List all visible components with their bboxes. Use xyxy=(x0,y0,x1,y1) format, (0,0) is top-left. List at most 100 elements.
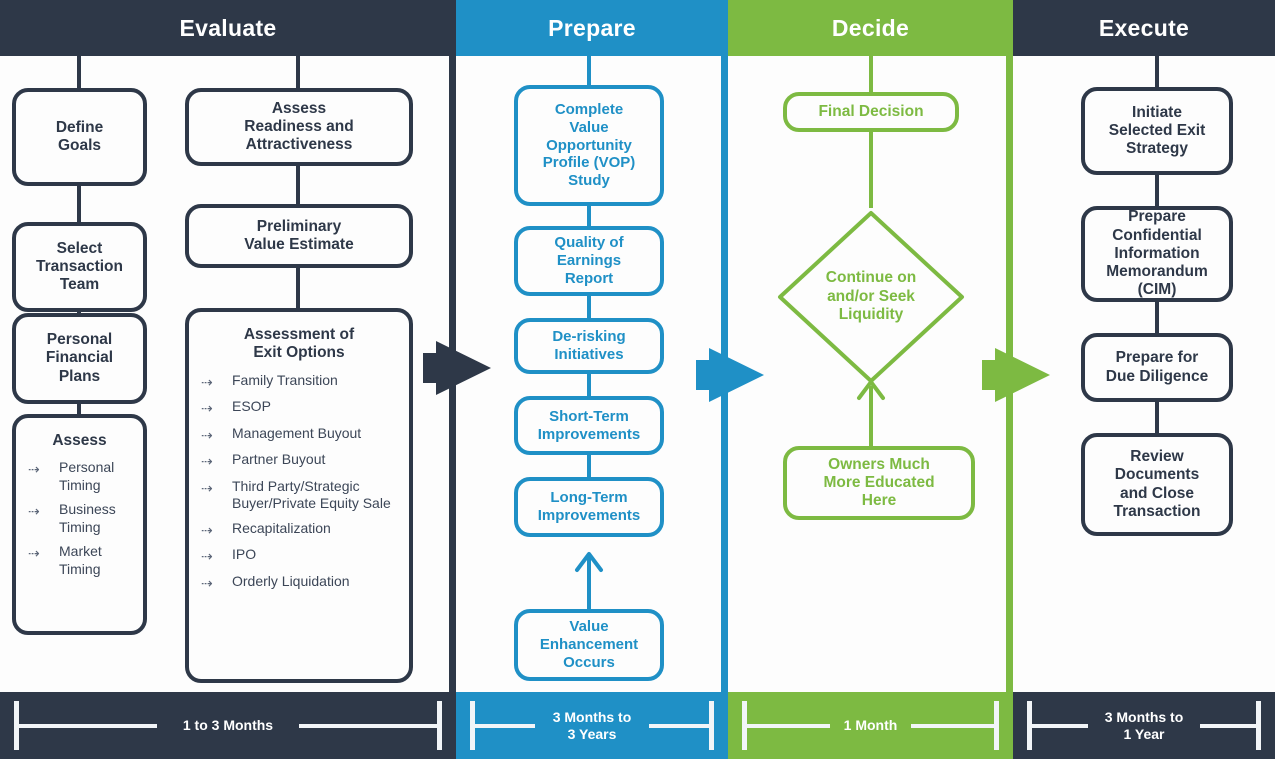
list-item-label: IPO xyxy=(232,546,257,563)
connector-stem xyxy=(587,374,591,396)
list-item[interactable]: ⇢ Business Timing xyxy=(28,501,131,536)
node-de-risking-initiatives[interactable]: De-risking Initiatives xyxy=(514,318,664,374)
node-select-transaction-team[interactable]: Select Transaction Team xyxy=(12,222,147,312)
phase-header-decide: Decide xyxy=(728,0,1013,56)
list-item-label: Orderly Liquidation xyxy=(232,572,350,589)
phase-column-execute: Execute Initiate Selected Exit Strategy … xyxy=(1013,0,1275,692)
list-item[interactable]: ⇢ Orderly Liquidation xyxy=(201,573,397,593)
dashed-arrow-icon: ⇢ xyxy=(201,521,213,538)
dashed-arrow-icon: ⇢ xyxy=(201,426,213,443)
timeline-rail-left xyxy=(1030,723,1088,728)
connector-stem xyxy=(1155,402,1159,433)
dashed-arrow-icon: ⇢ xyxy=(28,461,40,478)
list-item[interactable]: ⇢ Personal Timing xyxy=(28,459,131,494)
list-item-label: ESOP xyxy=(232,398,271,415)
timeline-cap-right xyxy=(994,701,999,750)
dashed-arrow-icon: ⇢ xyxy=(201,373,213,390)
timeline-cap-left xyxy=(14,701,19,750)
timeline-cap-left xyxy=(742,701,747,750)
node-prepare-cim[interactable]: Prepare Confidential Information Memoran… xyxy=(1081,206,1233,302)
list-item[interactable]: ⇢ Partner Buyout xyxy=(201,451,397,471)
list-item[interactable]: ⇢ IPO xyxy=(201,546,397,566)
connector-stem xyxy=(869,132,873,208)
list-item-label: Partner Buyout xyxy=(232,451,326,468)
dashed-arrow-icon: ⇢ xyxy=(201,574,213,591)
card-assess[interactable]: Assess ⇢ Personal Timing ⇢ Business Timi… xyxy=(12,414,147,635)
timeline-label-prepare: 3 Months to 3 Years xyxy=(552,708,632,742)
arrow-up-icon xyxy=(575,552,603,572)
list-item-label: Family Transition xyxy=(232,371,338,388)
node-initiate-selected-exit-strategy[interactable]: Initiate Selected Exit Strategy xyxy=(1081,87,1233,175)
node-final-decision[interactable]: Final Decision xyxy=(783,92,959,132)
connector-stem xyxy=(587,206,591,226)
node-owners-much-more-educated-here[interactable]: Owners Much More Educated Here xyxy=(783,446,975,520)
phase-header-evaluate: Evaluate xyxy=(0,0,456,56)
timeline-rail-right xyxy=(911,723,996,728)
list-item-label: Management Buyout xyxy=(232,424,362,441)
list-item[interactable]: ⇢ Family Transition xyxy=(201,372,397,392)
node-define-goals[interactable]: Define Goals xyxy=(12,88,147,186)
phase-header-prepare: Prepare xyxy=(456,0,728,56)
connector-stem xyxy=(296,166,300,204)
block-arrow-right-icon-prepare-to-decide xyxy=(696,348,764,402)
dashed-arrow-icon: ⇢ xyxy=(201,453,213,470)
node-personal-financial-plans[interactable]: Personal Financial Plans xyxy=(12,313,147,404)
list-item-label: Third Party/Strategic Buyer/Private Equi… xyxy=(232,477,391,512)
node-short-term-improvements[interactable]: Short-Term Improvements xyxy=(514,396,664,455)
timeline-label-decide: 1 Month xyxy=(843,717,898,734)
connector-stem-up xyxy=(587,557,591,609)
timeline-cap-left xyxy=(1027,701,1032,750)
timeline-cap-right xyxy=(437,701,442,750)
list-item[interactable]: ⇢ Third Party/Strategic Buyer/Private Eq… xyxy=(201,478,397,513)
node-prepare-for-due-diligence[interactable]: Prepare for Due Diligence xyxy=(1081,333,1233,402)
card-exit-options-title: Assessment of Exit Options xyxy=(243,326,355,362)
timeline-rail-right xyxy=(1200,723,1258,728)
dashed-arrow-icon: ⇢ xyxy=(201,548,213,565)
timeline-rail-right xyxy=(649,723,711,728)
node-value-enhancement-occurs[interactable]: Value Enhancement Occurs xyxy=(514,609,664,681)
connector-stem xyxy=(296,56,300,88)
card-assess-title: Assess xyxy=(52,432,107,449)
timeline-bar: 1 to 3 Months 3 Months to 3 Years 1 Mont… xyxy=(0,692,1275,759)
block-arrow-right-icon-decide-to-execute xyxy=(982,348,1050,402)
diamond-shape-icon xyxy=(778,211,964,383)
phase-column-decide: Decide Final Decision Continue on and/or… xyxy=(728,0,1013,692)
list-item-label: Market Timing xyxy=(59,543,102,577)
timeline-label-execute: 3 Months to 1 Year xyxy=(1104,708,1184,742)
timeline-segment-decide: 1 Month xyxy=(728,692,1013,759)
list-item-label: Personal Timing xyxy=(59,459,115,493)
connector-stem-up xyxy=(869,386,873,446)
dashed-arrow-icon: ⇢ xyxy=(28,545,40,562)
phase-column-evaluate: Evaluate Define Goals Select Transaction… xyxy=(0,0,456,692)
timeline-cap-right xyxy=(709,701,714,750)
connector-stem xyxy=(77,186,81,222)
node-preliminary-value-estimate[interactable]: Preliminary Value Estimate xyxy=(185,204,413,268)
dashed-arrow-icon: ⇢ xyxy=(28,503,40,520)
dashed-arrow-icon: ⇢ xyxy=(201,479,213,496)
node-long-term-improvements[interactable]: Long-Term Improvements xyxy=(514,477,664,537)
connector-stem xyxy=(1155,302,1159,333)
timeline-segment-execute: 3 Months to 1 Year xyxy=(1013,692,1275,759)
connector-stem xyxy=(587,296,591,318)
connector-stem xyxy=(77,56,81,88)
card-assessment-of-exit-options[interactable]: Assessment of Exit Options ⇢ Family Tran… xyxy=(185,308,413,683)
node-review-documents-close-transaction[interactable]: Review Documents and Close Transaction xyxy=(1081,433,1233,536)
list-item[interactable]: ⇢ Recapitalization xyxy=(201,520,397,540)
node-quality-of-earnings-report[interactable]: Quality of Earnings Report xyxy=(514,226,664,296)
phase-column-prepare: Prepare Complete Value Opportunity Profi… xyxy=(456,0,728,692)
timeline-segment-prepare: 3 Months to 3 Years xyxy=(456,692,728,759)
list-item[interactable]: ⇢ Market Timing xyxy=(28,543,131,578)
list-item[interactable]: ⇢ ESOP xyxy=(201,398,397,418)
list-item[interactable]: ⇢ Management Buyout xyxy=(201,425,397,445)
timeline-rail-left xyxy=(745,723,830,728)
phase-body-evaluate: Define Goals Select Transaction Team Per… xyxy=(0,56,456,692)
timeline-rail-left xyxy=(17,723,157,728)
connector-stem xyxy=(869,56,873,92)
node-assess-readiness-attractiveness[interactable]: Assess Readiness and Attractiveness xyxy=(185,88,413,166)
connector-stem xyxy=(587,455,591,477)
connector-stem xyxy=(1155,175,1159,206)
connector-stem xyxy=(296,268,300,308)
node-complete-vop-study[interactable]: Complete Value Opportunity Profile (VOP)… xyxy=(514,85,664,206)
decision-diamond[interactable]: Continue on and/or Seek Liquidity xyxy=(775,208,967,386)
block-arrow-right-icon-evaluate-to-prepare xyxy=(423,341,491,395)
